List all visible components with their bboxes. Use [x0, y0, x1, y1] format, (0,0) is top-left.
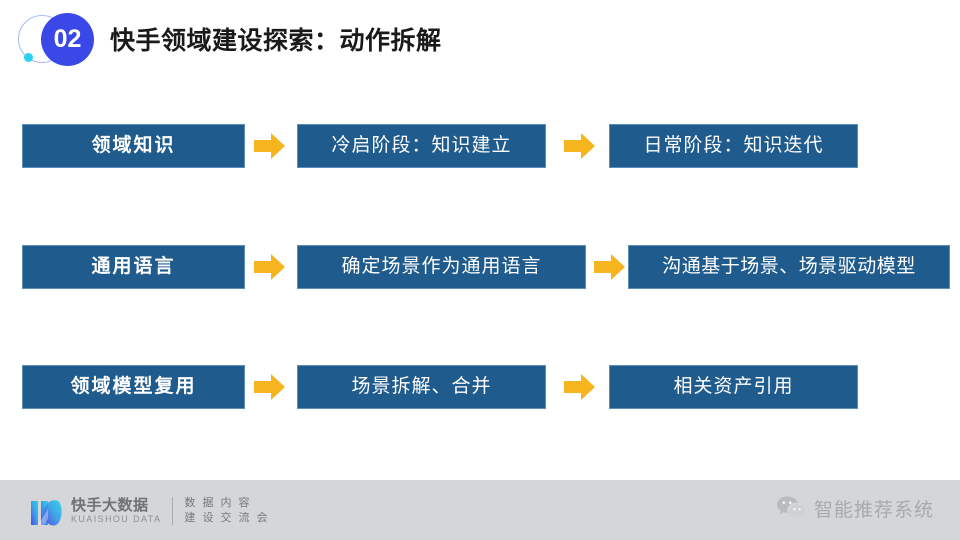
flow-node-r2-c3[interactable]: 沟通基于场景、场景驱动模型 [628, 245, 950, 289]
page-title: 快手领域建设探索：动作拆解 [110, 27, 442, 55]
kuaishou-data-logo: 快手大数据 KUAISHOU DATA 数 据 内 容 建 设 交 流 会 [30, 493, 270, 529]
logo-name-en: KUAISHOU DATA [71, 514, 162, 524]
flow-node-r2-c1[interactable]: 通用语言 [22, 245, 245, 289]
wechat-account: 智能推荐系统 [776, 492, 934, 524]
section-badge: 02 [18, 13, 106, 67]
logo-subtitle-line-2: 建 设 交 流 会 [184, 512, 270, 524]
flow-node-r1-c2[interactable]: 冷启阶段：知识建立 [297, 124, 546, 168]
flow-row-1: 领域知识 冷启阶段：知识建立 日常阶段：知识迭代 [0, 124, 960, 168]
logo-name-cn: 快手大数据 [71, 497, 149, 514]
kuaishou-k-logo-icon [31, 500, 62, 526]
badge-dot-decoration [24, 53, 33, 62]
wechat-account-name: 智能推荐系统 [813, 499, 934, 521]
logo-wordmark: 快手大数据 KUAISHOU DATA [71, 497, 161, 525]
flow-node-r3-c1[interactable]: 领域模型复用 [22, 365, 245, 409]
arrow-right-icon [594, 253, 626, 281]
slide-header: 02 快手领域建设探索：动作拆解 [0, 0, 960, 80]
logo-subtitle-line-1: 数 据 内 容 [184, 497, 252, 509]
flow-node-r3-c3[interactable]: 相关资产引用 [609, 365, 858, 409]
flow-row-3: 领域模型复用 场景拆解、合并 相关资产引用 [0, 365, 960, 409]
flow-node-r1-c1[interactable]: 领域知识 [22, 124, 245, 168]
wechat-icon [776, 496, 805, 519]
arrow-right-icon [564, 132, 596, 160]
arrow-right-icon [564, 373, 596, 401]
flow-node-r2-c2[interactable]: 确定场景作为通用语言 [297, 245, 586, 289]
flow-node-r3-c2[interactable]: 场景拆解、合并 [297, 365, 546, 409]
arrow-right-icon [254, 373, 286, 401]
arrow-right-icon [254, 253, 286, 281]
flow-diagram: 领域知识 冷启阶段：知识建立 日常阶段：知识迭代 通用语言 确定场景作为通用语言… [0, 124, 960, 409]
flow-node-r1-c3[interactable]: 日常阶段：知识迭代 [609, 124, 858, 168]
arrow-right-icon [254, 132, 286, 160]
flow-row-2: 通用语言 确定场景作为通用语言 沟通基于场景、场景驱动模型 [0, 245, 960, 289]
badge-number: 02 [41, 13, 94, 66]
logo-divider [172, 497, 174, 525]
logo-subtitle: 数 据 内 容 建 设 交 流 会 [184, 496, 269, 526]
